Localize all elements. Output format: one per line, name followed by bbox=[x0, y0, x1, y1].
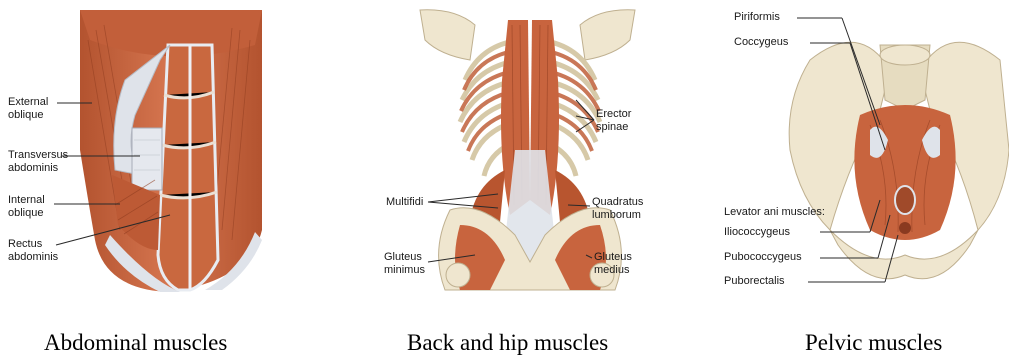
label-quadratus-lumborum: Quadratus lumborum bbox=[592, 196, 643, 222]
label-erector-spinae: Erector spinae bbox=[596, 108, 631, 134]
caption-abdominal-muscles: Abdominal muscles bbox=[44, 330, 227, 356]
label-pubococcygeus: Pubococcygeus bbox=[724, 251, 802, 264]
label-internal-oblique: Internal oblique bbox=[8, 194, 45, 220]
caption-back-hip-muscles: Back and hip muscles bbox=[407, 330, 608, 356]
label-gluteus-medius: Gluteus medius bbox=[594, 251, 632, 277]
label-coccygeus: Coccygeus bbox=[734, 36, 788, 49]
label-rectus-abdominis: Rectus abdominis bbox=[8, 238, 58, 264]
label-multifidi: Multifidi bbox=[386, 196, 423, 209]
label-puborectalis: Puborectalis bbox=[724, 275, 785, 288]
back-hip-illustration bbox=[380, 0, 680, 300]
label-levator-ani-heading: Levator ani muscles: bbox=[724, 206, 825, 219]
pelvic-panel: Piriformis Coccygeus Levator ani muscles… bbox=[720, 0, 1009, 300]
caption-pelvic-muscles: Pelvic muscles bbox=[805, 330, 942, 356]
label-piriformis: Piriformis bbox=[734, 11, 780, 24]
label-gluteus-minimus: Gluteus minimus bbox=[384, 251, 425, 277]
back-hip-panel: Erector spinae Multifidi Quadratus lumbo… bbox=[380, 0, 680, 300]
label-transversus-abdominis: Transversus abdominis bbox=[8, 149, 68, 175]
label-iliococcygeus: Iliococcygeus bbox=[724, 226, 790, 239]
abdominal-panel: External oblique Transversus abdominis I… bbox=[0, 0, 290, 300]
label-external-oblique: External oblique bbox=[8, 96, 48, 122]
